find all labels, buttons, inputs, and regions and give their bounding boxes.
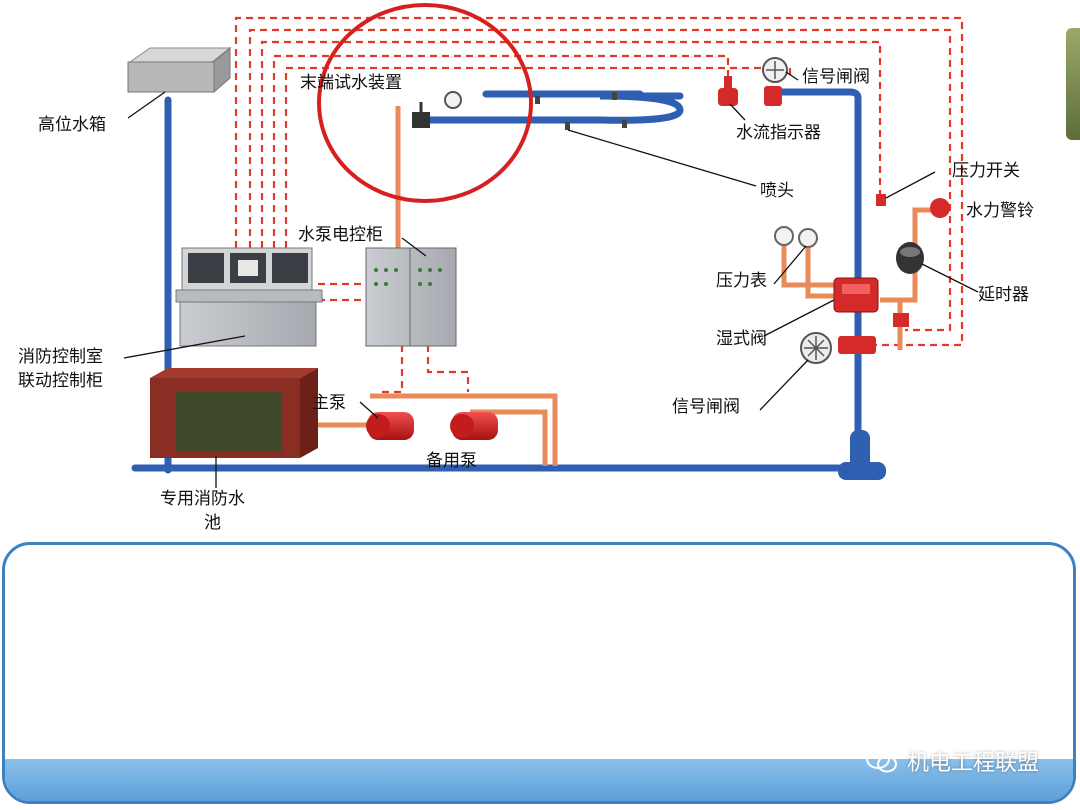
fire-pool-label-2: 池 [204,513,221,533]
supply-piping [131,88,884,474]
pressure-switch-label: 压力开关 [952,161,1020,181]
pump-control-cabinet-icon [365,247,457,347]
pressure-gauge-label: 压力表 [716,271,767,291]
pressure-gauge-icons [774,226,818,248]
highlight-circle [317,3,533,203]
pump-cabinet-label: 水泵电控柜 [298,225,383,245]
main-pump-label: 主泵 [312,393,346,413]
pressure-switch-icon [876,194,886,206]
signal-valve-bottom-label: 信号闸阀 [672,397,740,417]
wet-alarm-valve-label: 湿式阀 [716,329,767,349]
signal-valve-top-label: 信号闸阀 [802,67,870,87]
sprinkler-head-icons [535,92,627,130]
content-panel: 机电工程联盟 [2,542,1076,804]
alarm-bell-label: 水力警铃 [966,201,1034,221]
sprinkler-label: 喷头 [760,181,794,201]
signal-valve-bottom-icon [800,332,876,364]
signal-valve-top-icon [762,57,788,106]
water-pool-icon [150,368,318,458]
fire-pool-label: 专用消防水 [160,489,245,509]
standby-pump-label: 备用泵 [426,451,477,471]
control-room-label: 消防控制室 [18,347,103,367]
delay-device-icon [896,242,924,274]
high-tank-label: 高位水箱 [38,115,106,135]
flow-indicator-label: 水流指示器 [736,123,821,143]
control-cabinet-label: 联动控制柜 [18,371,103,391]
delay-device-label: 延时器 [978,285,1029,305]
wechat-icon [865,749,897,773]
watermark: 机电工程联盟 [865,743,1039,779]
wet-alarm-valve-icon [833,277,879,313]
watermark-text: 机电工程联盟 [906,751,1039,776]
high-tank-icon [127,46,232,94]
standby-pump-icon [450,412,498,440]
diagram-canvas: 高位水箱 末端试水装置 信号闸阀 水流指示器 喷头 压力开关 水力警铃 水泵电控… [18,3,1034,533]
main-pump-icon [366,412,414,440]
leader-lines [123,71,979,488]
alarm-bell-icon [930,198,950,218]
control-console-icon [175,247,323,347]
edge-photo-strip [1066,28,1080,140]
end-test-device-icon [412,91,462,128]
flow-indicator-icon [718,76,738,106]
end-test-device-label: 末端试水装置 [300,73,402,93]
